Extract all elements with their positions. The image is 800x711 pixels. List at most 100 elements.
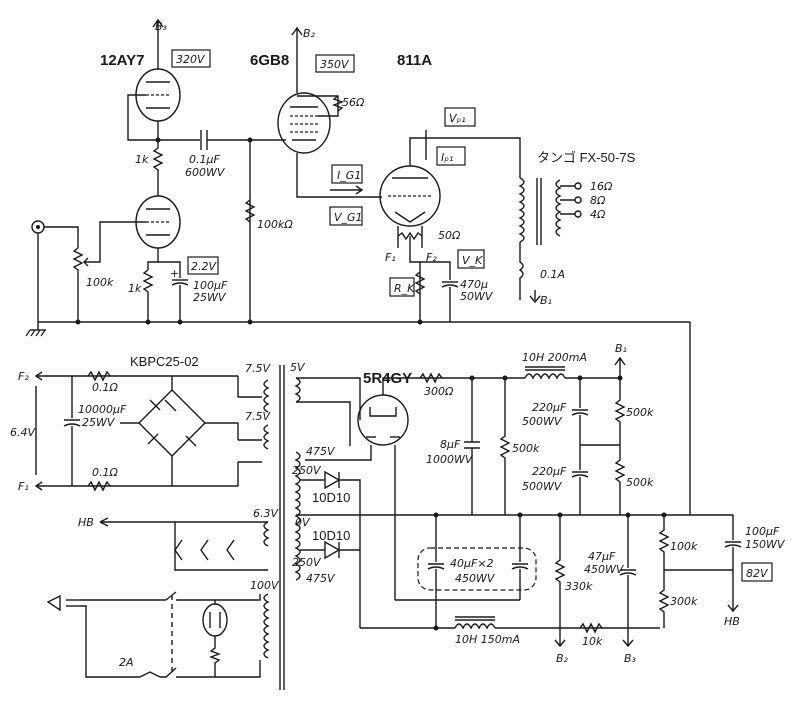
r-500k-a: 500k bbox=[626, 406, 654, 419]
box-ig1: I_G1 bbox=[331, 164, 363, 184]
r-56-ohm: 56Ω bbox=[342, 96, 365, 109]
supply-b1-out: B₁ bbox=[540, 294, 552, 307]
sec-475v-a: 475V bbox=[306, 445, 336, 458]
tube-6gb8 bbox=[277, 92, 331, 154]
supply-f1-label: F₁ bbox=[18, 480, 29, 493]
fuse-0-1a: 0.1A bbox=[540, 268, 565, 281]
cap-coupling-value: 0.1μF bbox=[189, 153, 220, 166]
r-330k: 330k bbox=[565, 580, 593, 593]
diode-10d10-a: 10D10 bbox=[312, 490, 350, 505]
box-vg1: V_G1 bbox=[329, 206, 363, 226]
cap-k1-voltage: 25WV bbox=[193, 291, 227, 304]
ig1-arrow bbox=[330, 185, 364, 195]
ground-symbol bbox=[25, 322, 46, 337]
svg-text:350V: 350V bbox=[320, 58, 350, 71]
tube-label-6gb8: 6GB8 bbox=[250, 52, 289, 69]
filament-f2: F₂ bbox=[426, 251, 437, 264]
output-transformer bbox=[518, 177, 562, 245]
choke-10h-150ma: 10H 150mA bbox=[455, 633, 520, 646]
r-300k: 300k bbox=[670, 595, 698, 608]
supply-f2-label: F₂ bbox=[18, 370, 29, 383]
r-500k-bleed: 500k bbox=[512, 442, 540, 455]
tube-label-811a: 811A bbox=[397, 52, 432, 69]
cap-8uf-value: 8μF bbox=[440, 438, 461, 451]
cap-40uf-group bbox=[417, 547, 537, 591]
tube-label-12ay7: 12AY7 bbox=[100, 52, 145, 69]
tap-8-ohm: 8Ω bbox=[590, 194, 606, 207]
hb-label: HB bbox=[78, 516, 94, 529]
cap-40uf-voltage: 450WV bbox=[455, 572, 496, 585]
b3-arrow bbox=[152, 18, 164, 40]
svg-text:+: + bbox=[170, 267, 179, 280]
b2-arrow bbox=[291, 26, 303, 58]
r-0-1-bottom: 0.1Ω bbox=[92, 466, 118, 479]
box-2-2v: 2.2V bbox=[187, 256, 219, 275]
filament-f1: F₁ bbox=[385, 251, 396, 264]
input-jack[interactable] bbox=[31, 220, 45, 234]
diode-10d10-b: 10D10 bbox=[312, 528, 350, 543]
sec-475v-b: 475V bbox=[306, 572, 336, 585]
r-500k-b: 500k bbox=[626, 476, 654, 489]
cap-bias-value: 100μF bbox=[745, 525, 780, 538]
box-vk: V_K bbox=[457, 249, 485, 269]
cap-47uf-voltage: 450WV bbox=[584, 563, 625, 576]
output-transformer-name: タンゴ FX-50-7S bbox=[537, 150, 636, 165]
box-vp1: Vₚ₁ bbox=[444, 107, 476, 127]
bridge-rectifier bbox=[138, 389, 206, 457]
sec-250v-b: 250V bbox=[292, 556, 322, 569]
supply-b2-out: B₂ bbox=[556, 652, 569, 665]
box-ip1: Iₚ₁ bbox=[436, 146, 466, 166]
r-1k-cathode: 1k bbox=[128, 282, 142, 295]
svg-text:V_K: V_K bbox=[462, 254, 483, 267]
cap-k2-value: 470μ bbox=[460, 278, 488, 291]
cap-220a-voltage: 500WV bbox=[522, 415, 563, 428]
cap-bias-voltage: 150WV bbox=[745, 538, 786, 551]
tube-811a bbox=[379, 165, 441, 227]
primary-100v: 100V bbox=[250, 579, 280, 592]
supply-b3-out: B₃ bbox=[624, 652, 637, 665]
sec-7-5v-a: 7.5V bbox=[245, 362, 271, 375]
svg-text:V_G1: V_G1 bbox=[334, 211, 363, 224]
choke-10h-200ma: 10H 200mA bbox=[522, 351, 587, 364]
svg-text:Vₚ₁: Vₚ₁ bbox=[449, 112, 466, 125]
cap-40uf-value: 40μF×2 bbox=[450, 557, 494, 570]
box-rk: R_K bbox=[389, 277, 415, 297]
ac-plug bbox=[46, 594, 80, 612]
sec-5v: 5V bbox=[290, 361, 306, 374]
svg-text:82V: 82V bbox=[746, 567, 769, 580]
pot-100k-label: 100k bbox=[86, 276, 114, 289]
neon-lamp bbox=[202, 603, 228, 637]
svg-text:2.2V: 2.2V bbox=[191, 260, 217, 273]
sec-6-3v: 6.3V bbox=[253, 507, 279, 520]
cap-coupling-voltage: 600WV bbox=[185, 166, 226, 179]
fuse-2a: 2A bbox=[119, 656, 134, 669]
cap-220b-value: 220μF bbox=[532, 465, 567, 478]
supply-b2-label: B₂ bbox=[303, 27, 316, 40]
r-300-ohm: 300Ω bbox=[424, 385, 454, 398]
cap-heater-value: 10000μF bbox=[78, 403, 127, 416]
box-82v: 82V bbox=[741, 562, 773, 582]
svg-text:320V: 320V bbox=[176, 53, 206, 66]
tube-5r4gy bbox=[357, 394, 409, 446]
cap-47uf-value: 47μF bbox=[588, 550, 616, 563]
cap-k1-value: 100μF bbox=[193, 279, 228, 292]
svg-text:R_K: R_K bbox=[394, 282, 415, 295]
cap-heater-voltage: 25WV bbox=[82, 416, 116, 429]
r-100k-grid: 100kΩ bbox=[257, 218, 293, 231]
r-0-1-top: 0.1Ω bbox=[92, 381, 118, 394]
cap-220a-value: 220μF bbox=[532, 401, 567, 414]
cap-220b-voltage: 500WV bbox=[522, 480, 563, 493]
bridge-label: KBPC25-02 bbox=[130, 354, 199, 369]
svg-text:I_G1: I_G1 bbox=[337, 169, 361, 182]
r-10k: 10k bbox=[582, 635, 603, 648]
sec-7-5v-b: 7.5V bbox=[245, 410, 271, 423]
r-100k-divider: 100k bbox=[670, 540, 698, 553]
svg-text:Iₚ₁: Iₚ₁ bbox=[441, 151, 453, 164]
supply-b1-label: B₁ bbox=[615, 342, 627, 355]
tap-4-ohm: 4Ω bbox=[590, 208, 606, 221]
box-320v: 320V bbox=[171, 49, 211, 68]
tap-16-ohm: 16Ω bbox=[590, 180, 613, 193]
hb-out-label: HB bbox=[724, 615, 740, 628]
cap-k2-voltage: 50WV bbox=[460, 290, 494, 303]
